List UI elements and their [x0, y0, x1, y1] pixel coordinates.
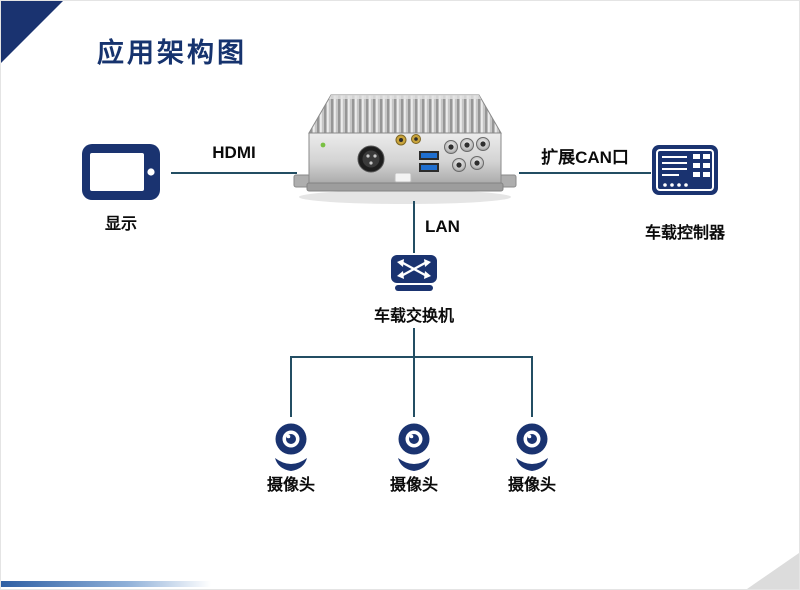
switch-label: 车载交换机 [373, 308, 454, 325]
bottom-gradient-bar [1, 581, 211, 587]
webcam-icon [275, 423, 307, 471]
network-switch-icon [391, 255, 437, 291]
corner-triangle-decoration-bottom [747, 553, 799, 589]
lan-connection-line [413, 201, 415, 253]
camera-icon [390, 419, 438, 475]
lan-edge-label: LAN [425, 217, 460, 236]
hdmi-connection-line [171, 172, 297, 174]
camera3-label: 摄像头 [507, 477, 556, 494]
display-icon [81, 143, 161, 201]
camera-branch-line [290, 356, 533, 358]
controller-label: 车载控制器 [644, 225, 725, 242]
camera1-label: 摄像头 [266, 477, 315, 494]
vehicle-computer-illustration [293, 94, 517, 204]
hdmi-edge-label: HDMI [212, 143, 256, 162]
vehicle-controller-icon [652, 145, 718, 195]
tablet-display-icon [82, 144, 160, 200]
camera2-label: 摄像头 [389, 477, 438, 494]
corner-triangle-decoration [1, 1, 63, 63]
controller-icon [651, 142, 719, 198]
camera-icon [267, 419, 315, 475]
webcam-icon [516, 423, 548, 471]
display-label: 显示 [104, 216, 137, 233]
can-edge-label: 扩展CAN口 [541, 148, 629, 167]
camera2-drop-line [413, 356, 415, 417]
switch-trunk-line [413, 328, 415, 357]
camera1-drop-line [290, 356, 292, 417]
camera-icon [508, 419, 556, 475]
page-title: 应用架构图 [97, 38, 247, 68]
switch-icon [390, 252, 438, 294]
webcam-icon [398, 423, 430, 471]
can-connection-line [519, 172, 651, 174]
camera3-drop-line [531, 356, 533, 417]
vehicle-computer-image [289, 89, 521, 209]
